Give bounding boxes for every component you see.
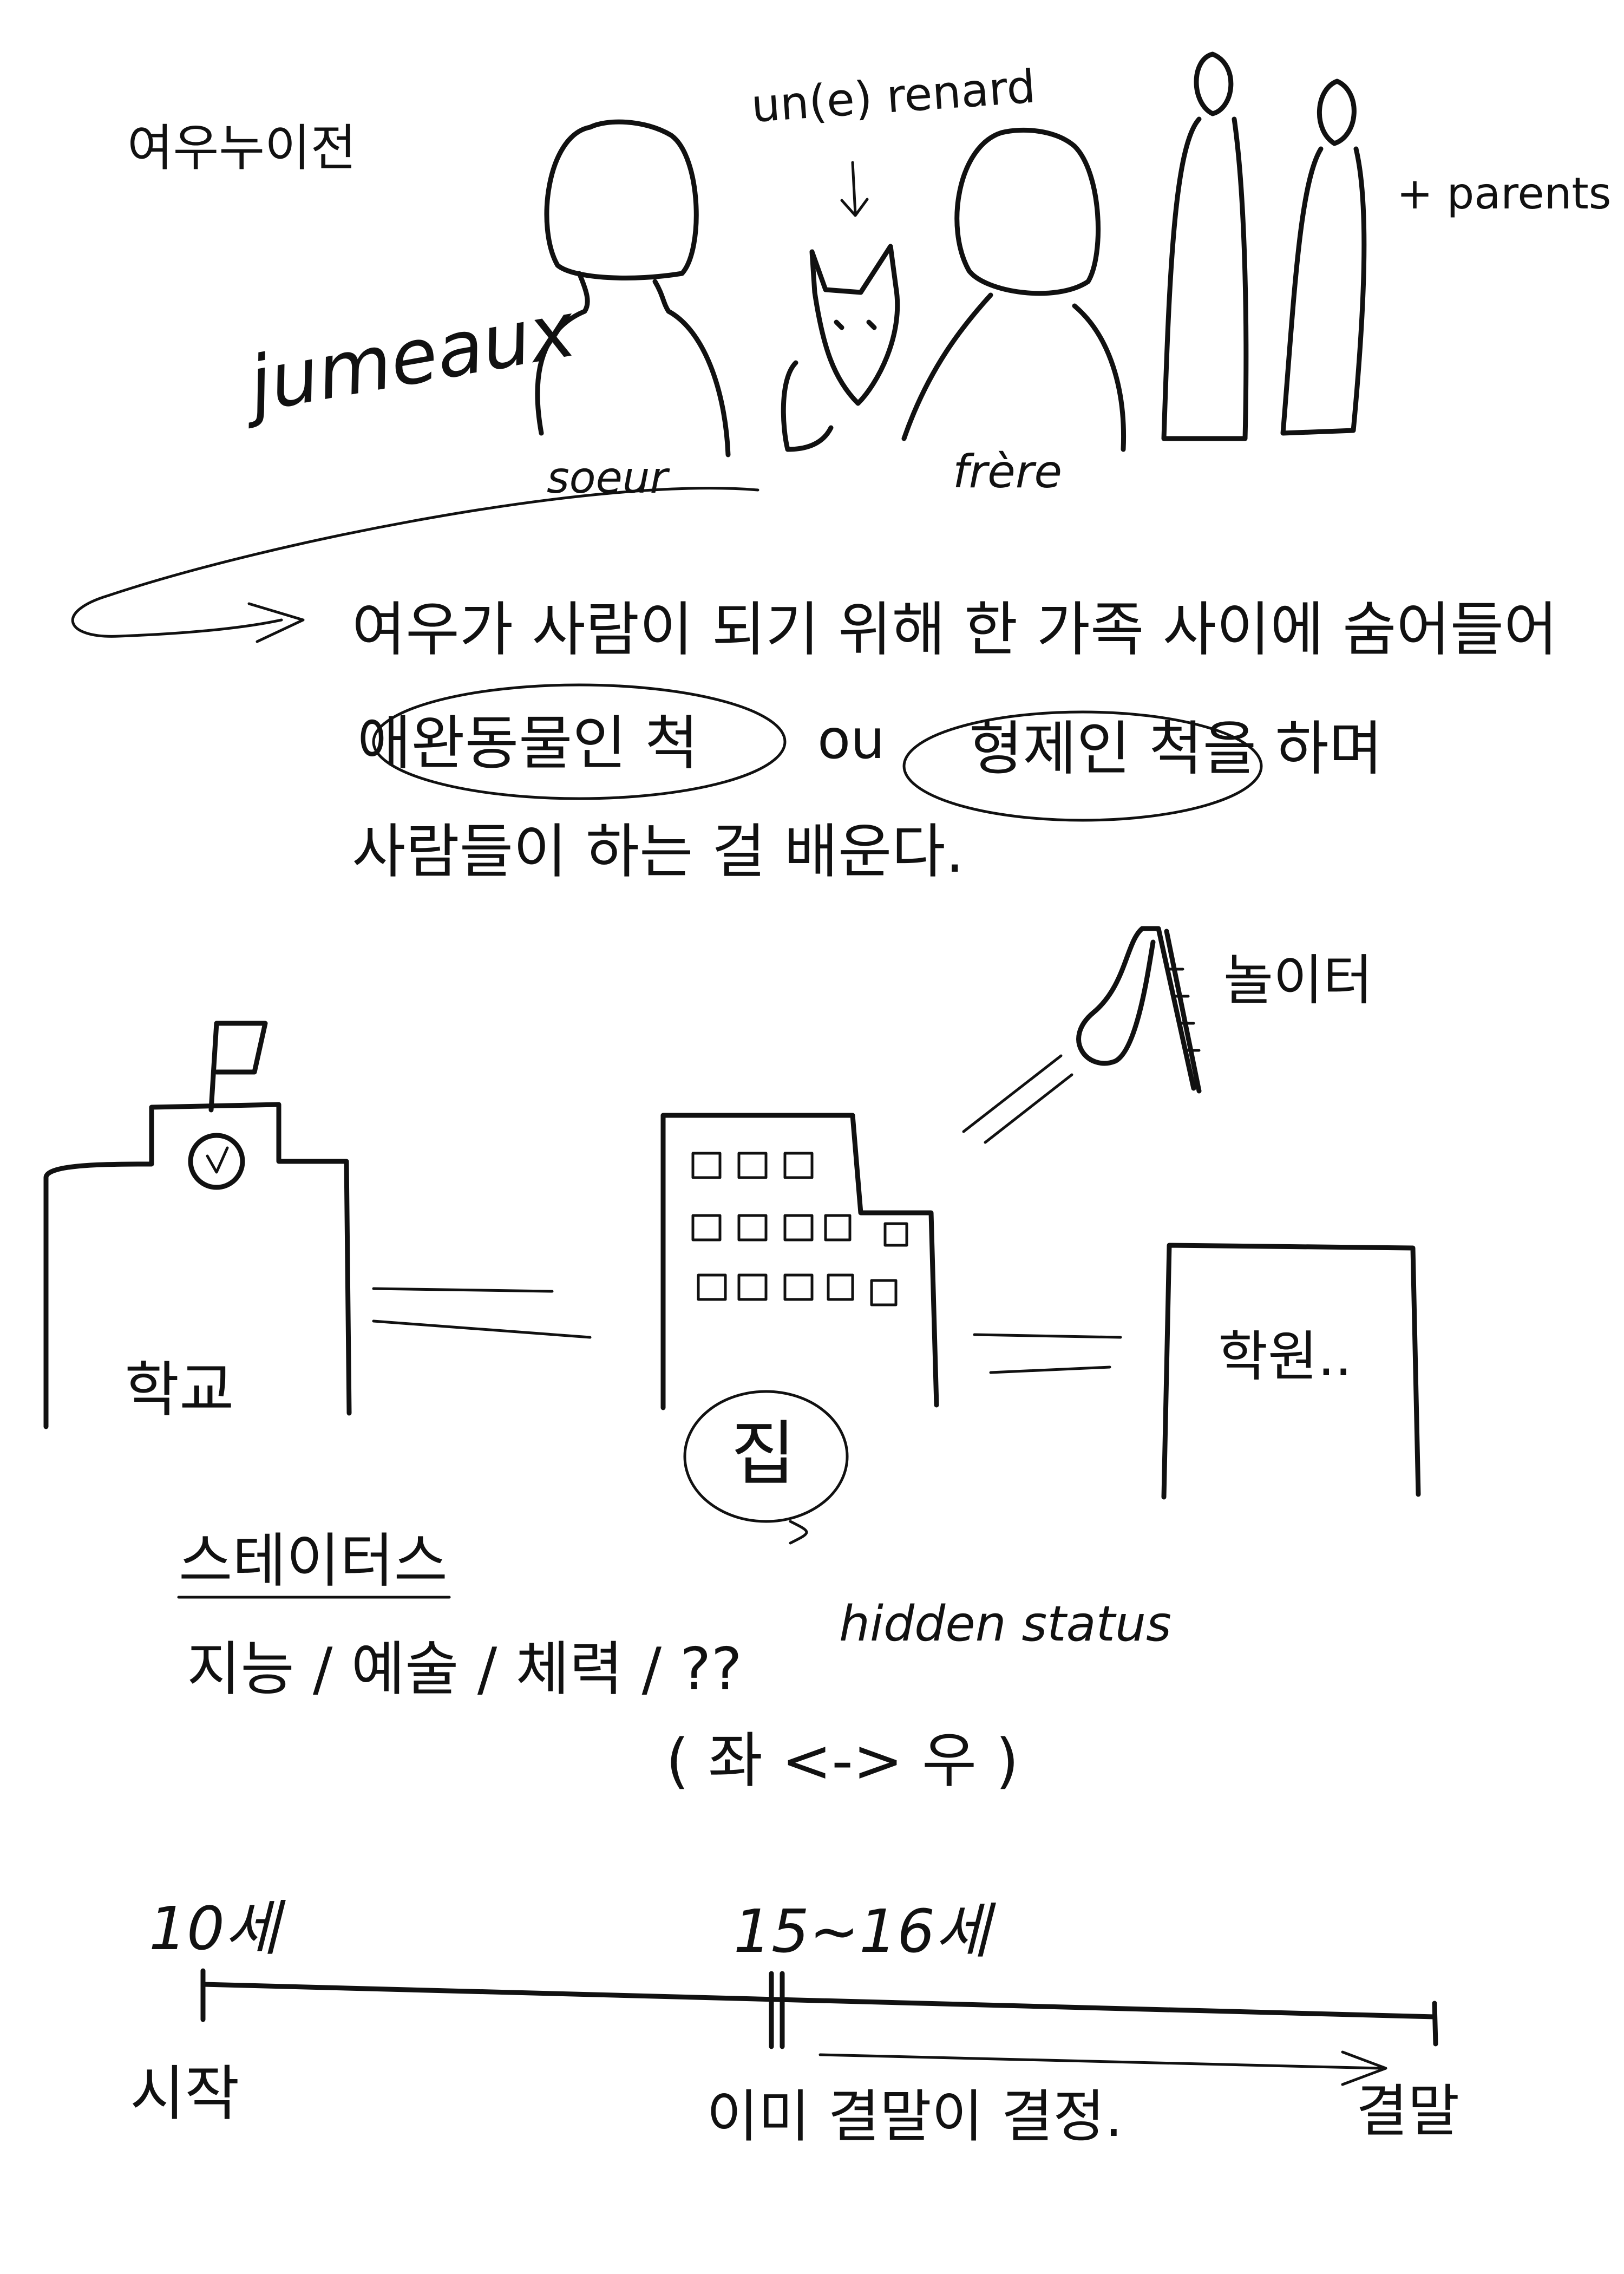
hidden-status: hidden status xyxy=(839,1596,1171,1652)
timeline-start-age: 10세 xyxy=(149,1894,286,1963)
brother-figure xyxy=(901,127,1127,452)
pet-circle xyxy=(372,683,787,800)
status-direction: ( 좌 <-> 우 ) xyxy=(666,1726,1019,1795)
home-label: 집 xyxy=(731,1413,796,1495)
academy-building xyxy=(1161,1243,1421,1500)
timeline-mid-label: 이미 결말이 결정. xyxy=(706,2083,1123,2149)
parents-figure xyxy=(1161,51,1367,441)
timeline-arrow xyxy=(818,2050,1387,2086)
parents-label: + parents xyxy=(1397,168,1611,219)
home-circle xyxy=(683,1390,849,1523)
sister-label: soeur xyxy=(547,453,671,503)
home-bubble-tail xyxy=(789,1520,808,1545)
status-list: 지능 / 예술 / 체력 / ?? xyxy=(187,1636,742,1703)
story-line-1: 여우가 사람이 되기 위해 한 가족 사이에 숨어들어 xyxy=(352,596,1558,664)
school-label: 학교 xyxy=(125,1355,234,1424)
story-line-2b: ou xyxy=(817,708,885,771)
story-line-2c: 형제인 척을 하며 xyxy=(969,715,1383,783)
story-arrow xyxy=(71,487,759,643)
timeline-mid-age: 15~16세 xyxy=(734,1897,996,1966)
sister-figure xyxy=(535,119,731,458)
home-building xyxy=(660,1113,939,1410)
road-school-home xyxy=(372,1287,592,1339)
brother-label: frère xyxy=(953,445,1062,498)
school-building xyxy=(43,1021,352,1429)
fox-figure xyxy=(781,161,900,452)
story-line-2a: 애완동물인 척 xyxy=(357,710,699,777)
timeline-end-label: 결말 xyxy=(1356,2078,1459,2144)
status-heading: 스테이터스 xyxy=(179,1527,448,1595)
road-home-academy xyxy=(973,1333,1122,1374)
story-line-3: 사람들이 하는 걸 배운다. xyxy=(352,818,964,886)
timeline-start-label: 시작 xyxy=(130,2059,239,2128)
academy-label: 학원.. xyxy=(1218,1325,1352,1388)
playground-label: 놀이터 xyxy=(1223,949,1373,1012)
timeline-axis xyxy=(200,1968,1438,2049)
sibling-circle xyxy=(902,710,1263,822)
slide-drawing xyxy=(962,926,1202,1144)
title: 여우누이전 xyxy=(127,119,356,177)
